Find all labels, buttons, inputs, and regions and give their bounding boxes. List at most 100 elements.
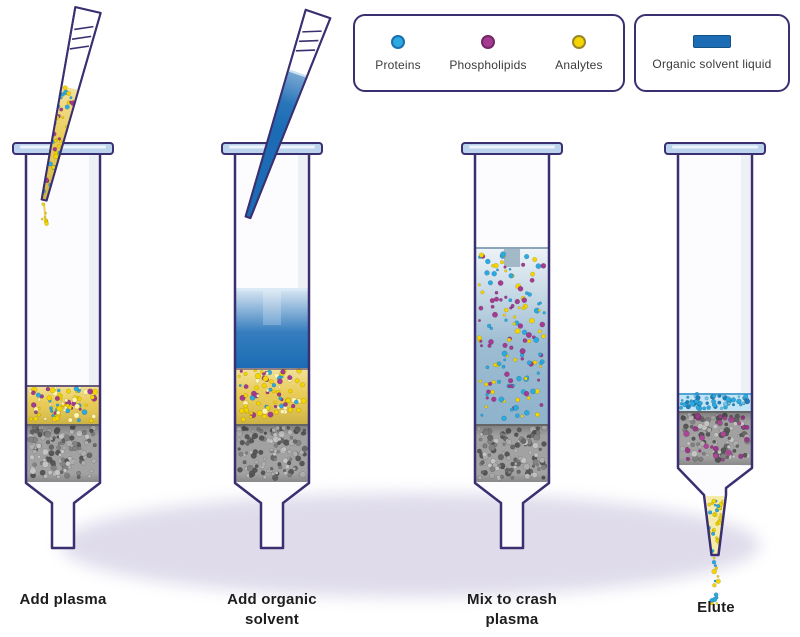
cartridge-body-fill	[678, 150, 752, 555]
dot	[714, 566, 719, 570]
dot	[249, 411, 254, 416]
dot	[65, 403, 70, 408]
dot	[280, 409, 285, 415]
dot	[517, 323, 524, 329]
dot	[64, 398, 69, 403]
dot	[528, 317, 535, 324]
dot	[707, 510, 713, 515]
body-shading	[741, 152, 750, 466]
dot	[539, 321, 546, 328]
dot	[490, 389, 495, 395]
dot	[261, 408, 269, 415]
dot	[712, 527, 716, 532]
dot	[50, 409, 54, 413]
dot	[265, 371, 270, 376]
dot	[542, 311, 546, 315]
dot	[243, 371, 248, 377]
dot	[711, 531, 716, 536]
dot	[743, 398, 748, 402]
dot	[712, 556, 716, 560]
dot	[44, 211, 48, 215]
dot	[538, 301, 542, 305]
dot	[273, 400, 277, 405]
dot	[501, 364, 506, 369]
dot	[56, 388, 61, 393]
dot	[487, 280, 493, 286]
dot	[517, 306, 521, 310]
dot	[523, 376, 528, 381]
dot	[712, 512, 716, 517]
legend-label-analytes: Analytes	[555, 57, 603, 72]
dot	[61, 93, 65, 97]
dot	[239, 394, 246, 401]
dot	[296, 407, 302, 413]
dot	[717, 520, 722, 525]
dot	[526, 360, 532, 366]
dot	[711, 559, 717, 565]
dot	[478, 305, 484, 311]
dot	[685, 404, 691, 410]
plasma-dots	[28, 384, 98, 423]
dot	[484, 405, 488, 409]
dot	[261, 372, 266, 376]
dot	[509, 407, 514, 412]
pipette-graduation-marks	[295, 30, 322, 52]
dot	[273, 404, 278, 409]
dot	[29, 417, 34, 422]
dot	[37, 406, 41, 410]
dot	[509, 345, 514, 350]
dot	[477, 318, 482, 323]
dot	[515, 397, 521, 403]
dot	[74, 403, 80, 410]
dot	[69, 96, 73, 100]
dot	[49, 387, 56, 394]
dot	[35, 392, 41, 398]
dot	[484, 382, 489, 387]
solvent-layer	[236, 288, 308, 368]
dot	[77, 389, 81, 393]
dot	[268, 379, 274, 384]
dot	[488, 339, 494, 345]
legend-item-phospholipids: Phospholipids	[449, 34, 527, 72]
dot	[45, 386, 51, 392]
dot	[62, 85, 68, 90]
dot	[537, 308, 541, 312]
dot	[695, 405, 700, 410]
dot	[87, 388, 94, 395]
dot	[261, 383, 267, 389]
dot	[532, 256, 538, 263]
dot	[718, 515, 723, 520]
dot	[727, 401, 731, 405]
dot	[736, 398, 742, 405]
cartridge-outline	[24, 148, 102, 550]
dot	[30, 390, 36, 396]
body-shading	[89, 152, 98, 481]
dot	[502, 313, 506, 317]
dot	[30, 402, 37, 408]
cartridge-outline	[473, 148, 551, 550]
dot	[480, 290, 485, 295]
dot	[737, 395, 741, 399]
legend-label-phospholipids: Phospholipids	[449, 57, 527, 72]
dot	[287, 374, 293, 381]
dot	[489, 326, 494, 331]
dot	[76, 418, 81, 423]
dot	[278, 396, 283, 401]
dot	[536, 378, 541, 382]
dot	[529, 277, 535, 283]
dot	[530, 271, 536, 277]
dot	[717, 400, 722, 405]
dot	[536, 371, 541, 375]
dot	[476, 335, 482, 341]
dot	[59, 139, 63, 143]
dot	[508, 298, 513, 303]
dot	[282, 402, 288, 407]
dot	[731, 403, 736, 407]
legend-solvent: Organic solvent liquid	[634, 14, 790, 92]
dot	[480, 413, 484, 417]
dot	[689, 400, 695, 407]
dot	[517, 285, 524, 292]
dot	[33, 416, 39, 422]
dot	[273, 409, 279, 415]
dot	[490, 304, 495, 309]
